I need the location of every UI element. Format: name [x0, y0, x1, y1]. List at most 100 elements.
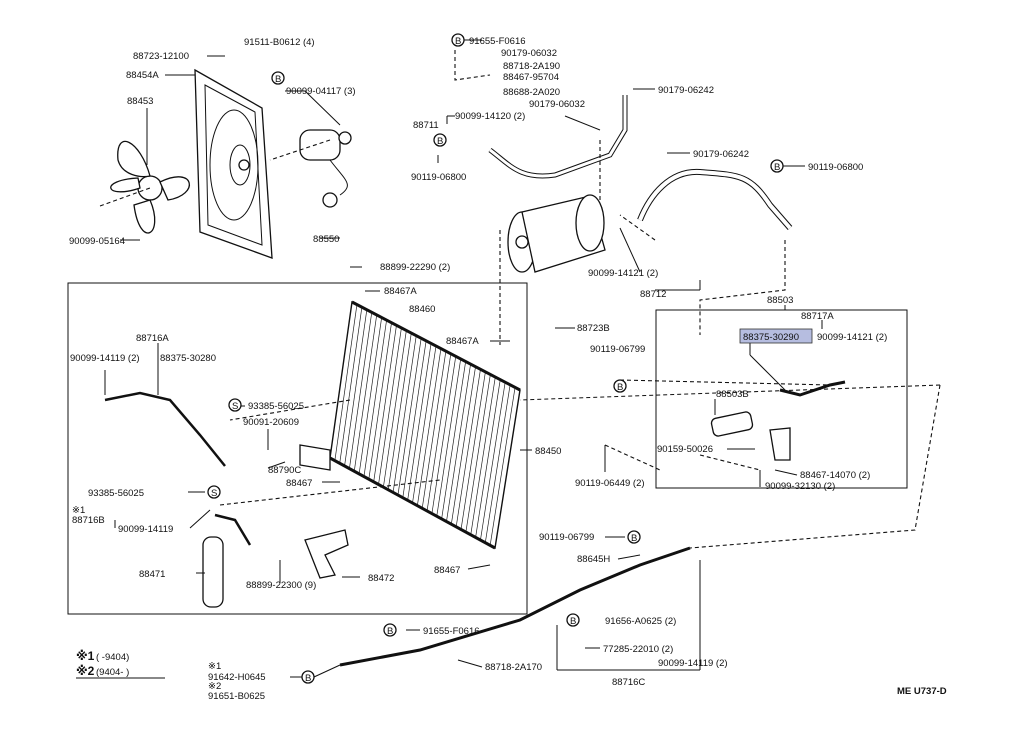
part-label: 88503B	[716, 389, 749, 400]
condenser-fin	[446, 364, 471, 522]
condenser-group-box	[67, 282, 528, 615]
part-label: 91642-H0645	[208, 672, 266, 683]
condenser-fin	[407, 343, 432, 501]
condenser-fin	[489, 387, 516, 546]
part-label: 88467-14070 (2)	[800, 470, 870, 481]
part-label: 88454A	[126, 70, 159, 81]
screw-marker-s: S	[207, 485, 221, 499]
condenser-fin	[436, 358, 462, 517]
legend-note1-mark: ※1	[76, 649, 95, 663]
part-label: 88450	[535, 446, 561, 457]
part-label: 90099-14121 (2)	[588, 268, 658, 279]
part-label: 88467	[434, 565, 460, 576]
condenser-fin	[470, 377, 496, 535]
condenser-fin	[480, 382, 506, 541]
marker-b-text: B	[455, 36, 461, 47]
part-label: 90179-06032	[529, 99, 585, 110]
part-label: 88711	[413, 120, 439, 131]
part-label: 88467	[286, 478, 312, 489]
bolt-marker-b: B	[770, 159, 784, 173]
condenser-core-drawing	[329, 300, 521, 550]
condenser-fin	[397, 338, 422, 496]
part-label: 91651-B0625	[208, 691, 265, 702]
screw-marker-s: S	[228, 398, 242, 412]
marker-b-text: B	[617, 382, 623, 393]
bolt-marker-b: B	[613, 379, 627, 393]
condenser-fin	[363, 320, 387, 477]
condenser-fin	[431, 356, 457, 514]
legend-note2-mark: ※2	[76, 664, 95, 678]
part-label: 93385-56025	[88, 488, 144, 499]
condenser-fin	[450, 366, 476, 525]
condenser-fin	[358, 317, 382, 474]
condenser-fin	[460, 371, 486, 530]
part-label: 90179-06242	[693, 149, 749, 160]
part-label: 88718-2A170	[485, 662, 542, 673]
part-label: 88688-2A020	[503, 87, 560, 98]
part-label: 90119-06800	[808, 162, 863, 173]
note-mark: ※1	[72, 505, 85, 516]
condenser-fin	[349, 312, 373, 469]
bolt-marker-b: B	[451, 33, 465, 47]
condenser-fin	[383, 330, 407, 488]
part-label: 77285-22010 (2)	[603, 644, 673, 655]
leader-lines	[104, 39, 823, 678]
part-label: 88467A	[446, 336, 479, 347]
condenser-fin	[373, 325, 397, 482]
fan-motor-drawing	[299, 129, 352, 208]
receiver-drier-drawing	[202, 536, 224, 608]
condenser-fin	[421, 351, 447, 509]
part-label: 88790C	[268, 465, 301, 476]
part-label: 90099-14120 (2)	[455, 111, 525, 122]
part-label: 88550	[313, 234, 339, 245]
condenser-fin	[368, 322, 392, 480]
condenser-fin	[455, 369, 481, 527]
part-label: 90099-14119	[118, 524, 173, 535]
condenser-fin	[465, 374, 491, 533]
part-label: 88471	[139, 569, 165, 580]
condenser-fin	[417, 348, 442, 506]
part-label: 90099-14119 (2)	[70, 353, 140, 364]
marker-b-text: B	[570, 616, 576, 627]
condenser-fin	[475, 379, 501, 538]
condenser-fin	[353, 314, 378, 472]
part-label: 88375-30280	[160, 353, 216, 364]
pipe-88717a-drawing	[710, 380, 846, 461]
part-label: 90119-06799	[590, 344, 645, 355]
legend-note2-text: (9404- )	[96, 667, 129, 678]
condenser-fin	[339, 307, 363, 464]
condenser-fin	[378, 327, 402, 485]
bolt-marker-b: B	[301, 670, 315, 684]
hose-group-box	[655, 309, 908, 489]
part-label: 88716C	[612, 677, 645, 688]
part-label: 90179-06032	[501, 48, 557, 59]
pipe-88716b-drawing	[214, 513, 252, 546]
part-label: 88716A	[136, 333, 169, 344]
part-label: 88723B	[577, 323, 610, 334]
bracket-drawing	[299, 444, 349, 579]
part-label: 88645H	[577, 554, 610, 565]
part-label: 88899-22300 (9)	[246, 580, 316, 591]
marker-b-text: B	[437, 136, 443, 147]
compressor-drawing	[507, 194, 606, 273]
part-label: 90119-06800	[411, 172, 466, 183]
condenser-fin	[387, 333, 412, 490]
part-label: 90099-05164	[69, 236, 125, 247]
part-label: 88453	[127, 96, 153, 107]
dashed-connectors	[99, 50, 941, 549]
part-label: 88467-95704	[503, 72, 559, 83]
part-label: 90091-20609	[243, 417, 299, 428]
condenser-fin	[344, 309, 368, 466]
part-label: 91655-F0616	[469, 36, 526, 47]
condenser-fin	[334, 304, 358, 461]
condenser-fin	[441, 361, 466, 519]
part-label: 88718-2A190	[503, 61, 560, 72]
part-label: 88467A	[384, 286, 417, 297]
part-label: 93385-56025	[248, 401, 304, 412]
pipe-88716a-drawing	[104, 391, 226, 467]
part-label: 90099-04117 (3)	[286, 86, 356, 97]
discharge-hose-drawing	[637, 168, 793, 230]
condenser-fin	[412, 345, 437, 504]
fan-blade-drawing	[110, 140, 190, 234]
marker-s-text: S	[211, 488, 217, 499]
